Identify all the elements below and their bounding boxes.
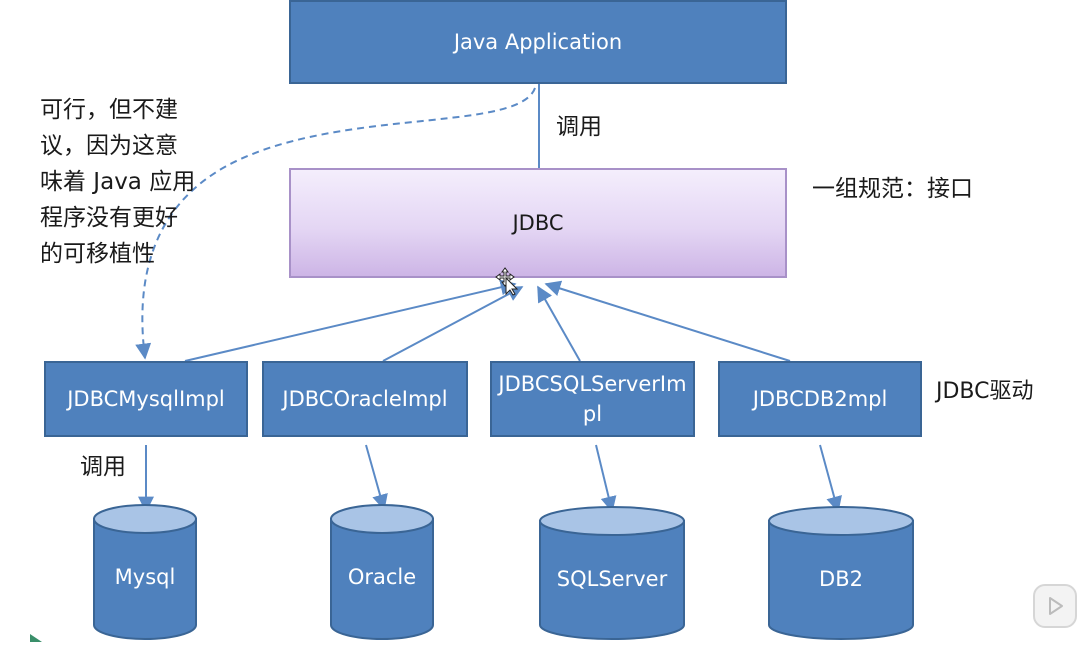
- impl-box-sqlserver: JDBCSQLServerImpl: [490, 361, 695, 437]
- database-oracle-icon: [330, 504, 434, 640]
- jdbc-driver-label: JDBC驱动: [936, 379, 1034, 404]
- play-icon: [1049, 597, 1063, 615]
- impl-box-mysql: JDBCMysqlImpl: [44, 361, 248, 437]
- java-application-box: Java Application: [289, 0, 787, 84]
- impl-label-sqlserver: JDBCSQLServerImpl: [498, 372, 687, 426]
- call-label-top: 调用: [556, 114, 602, 140]
- db-label-mysql: Mysql: [114, 565, 176, 589]
- move-cursor-icon: [495, 267, 519, 296]
- jdbc-box: JDBC: [289, 168, 787, 278]
- play-button[interactable]: [1033, 584, 1077, 628]
- direct-call-dashed-arrow: [135, 87, 536, 360]
- arrow-mysql-to-jdbc: [184, 279, 517, 362]
- database-db2-icon: [768, 506, 914, 640]
- call-label-bottom: 调用: [80, 454, 126, 480]
- arrow-oracle-to-jdbc: [382, 286, 524, 362]
- jdbc-label: JDBC: [512, 211, 564, 235]
- arrow-sqlserver-to-jdbc: [537, 285, 581, 362]
- arrow-db2-to-jdbc: [544, 280, 791, 362]
- database-mysql-icon: [93, 504, 197, 640]
- db-label-sqlserver: SQLServer: [556, 567, 668, 591]
- java-application-label: Java Application: [453, 30, 623, 54]
- db-label-oracle: Oracle: [347, 565, 417, 589]
- db-label-db2: DB2: [819, 567, 863, 591]
- corner-mark-icon: [30, 634, 42, 642]
- portability-note: 可行，但不建 议，因为这意 味着 Java 应用 程序没有更好 的可移植性: [40, 97, 196, 267]
- arrow-sqlserver-to-db: [595, 444, 617, 513]
- arrow-db2-to-db: [819, 444, 842, 513]
- arrow-oracle-to-db: [365, 444, 388, 511]
- impl-box-db2: JDBCDB2mpl: [718, 361, 922, 437]
- impl-label-mysql: JDBCMysqlImpl: [67, 387, 225, 411]
- impl-box-oracle: JDBCOracleImpl: [262, 361, 468, 437]
- impl-label-db2: JDBCDB2mpl: [752, 387, 888, 411]
- impl-label-oracle: JDBCOracleImpl: [282, 387, 448, 411]
- database-sqlserver-icon: [539, 506, 685, 640]
- interface-spec-label: 一组规范：接口: [812, 176, 973, 202]
